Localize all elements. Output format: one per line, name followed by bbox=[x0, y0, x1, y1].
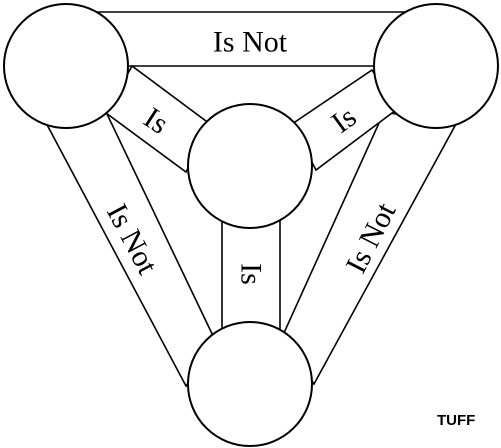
node-bottom bbox=[187, 321, 313, 447]
edge-label-top: Is Not bbox=[213, 26, 288, 59]
band-center-bottom bbox=[221, 207, 281, 341]
edge-label-center-bottom: Is bbox=[235, 263, 268, 285]
tuff-watermark: TUFF bbox=[437, 412, 475, 429]
inner-bands bbox=[104, 64, 398, 341]
outer-bands bbox=[34, 11, 458, 388]
node-center bbox=[187, 103, 313, 229]
node-right bbox=[373, 3, 499, 129]
node-left bbox=[3, 3, 129, 129]
